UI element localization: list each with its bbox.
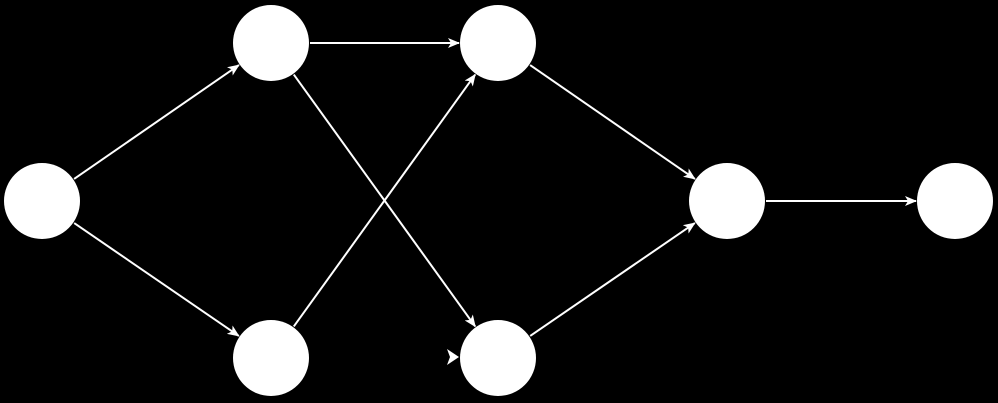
edges xyxy=(73,38,917,337)
node-n6 xyxy=(689,163,765,239)
node-n7 xyxy=(917,163,993,239)
node-n4 xyxy=(460,5,536,81)
node-n3 xyxy=(233,320,309,396)
edge-n1-n2 xyxy=(73,64,240,180)
edge-n5-n6 xyxy=(529,222,696,337)
nodes xyxy=(4,5,993,396)
node-n5 xyxy=(460,320,536,396)
node-n1 xyxy=(4,163,80,239)
stray-arrowhead-icon xyxy=(447,349,459,365)
node-n2 xyxy=(233,5,309,81)
edge-n3-n4 xyxy=(292,73,477,327)
edge-n1-n3 xyxy=(73,222,240,337)
edge-n4-n6 xyxy=(529,64,696,180)
